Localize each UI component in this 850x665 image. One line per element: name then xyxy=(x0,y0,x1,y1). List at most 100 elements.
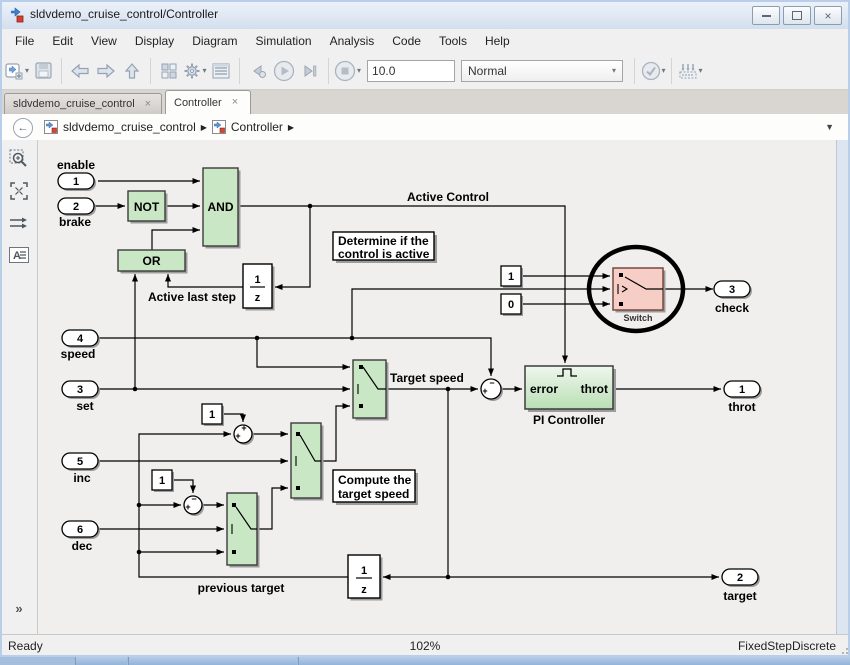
block-dec-switch[interactable] xyxy=(226,492,260,568)
fit-view-icon xyxy=(10,182,28,200)
breadcrumb-item-controller[interactable]: Controller xyxy=(230,120,283,134)
model-explorer-button[interactable] xyxy=(208,58,234,84)
menu-view[interactable]: View xyxy=(91,33,117,48)
breadcrumb-item-root[interactable]: sldvdemo_cruise_control xyxy=(63,120,196,134)
sum-inc[interactable]: + + xyxy=(233,423,254,445)
block-not[interactable]: NOT xyxy=(127,190,168,224)
port-label: dec xyxy=(72,539,93,553)
new-model-button[interactable]: ▾ xyxy=(4,58,30,84)
svg-text:3: 3 xyxy=(77,384,83,396)
library-browser-button[interactable] xyxy=(156,58,182,84)
menu-file[interactable]: File xyxy=(15,33,35,48)
tab-bar: sldvdemo_cruise_control × Controller × xyxy=(0,90,850,115)
inport-inc[interactable]: 5 inc xyxy=(61,452,100,485)
magnifier-icon xyxy=(9,149,27,167)
block-or[interactable]: OR xyxy=(117,249,188,274)
switch-highlight-circle[interactable] xyxy=(586,244,686,334)
block-target-switch[interactable] xyxy=(352,359,389,421)
svg-text:6: 6 xyxy=(77,524,83,536)
inport-brake[interactable]: 2 brake xyxy=(57,197,96,229)
resize-grip[interactable] xyxy=(840,648,848,656)
chevron-down-icon: ▾ xyxy=(612,66,617,75)
restore-button[interactable] xyxy=(783,6,811,25)
inport-set[interactable]: 3 set xyxy=(61,380,100,413)
save-button[interactable] xyxy=(30,58,56,84)
svg-text:AND: AND xyxy=(208,200,234,214)
block-unit-delay-active[interactable]: 1 z xyxy=(242,263,275,311)
taskbar-strip xyxy=(0,657,850,665)
outport-check[interactable]: 3 check xyxy=(713,280,752,315)
play-icon xyxy=(273,60,295,81)
block-compute-switch[interactable] xyxy=(290,422,324,501)
tab-sldvdemo-cruise-control[interactable]: sldvdemo_cruise_control × xyxy=(4,93,162,114)
annotation-compute[interactable]: Compute the target speed xyxy=(332,469,418,505)
constant-one-3[interactable]: 1 xyxy=(151,469,174,492)
forward-button[interactable] xyxy=(93,58,119,84)
breadcrumb-dropdown-icon[interactable]: ▼ xyxy=(825,122,834,132)
menu-bar: File Edit View Display Diagram Simulatio… xyxy=(0,29,850,52)
menu-code[interactable]: Code xyxy=(392,33,421,48)
diagram-canvas[interactable]: 1 enable 2 brake 4 speed 3 set xyxy=(38,140,836,634)
annotation-determine[interactable]: Determine if the control is active xyxy=(332,231,437,263)
breadcrumb-separator-icon[interactable]: ▶ xyxy=(287,122,295,132)
run-button[interactable] xyxy=(271,58,297,84)
menu-analysis[interactable]: Analysis xyxy=(329,33,375,48)
tab-close-icon[interactable]: × xyxy=(231,96,239,108)
menu-edit[interactable]: Edit xyxy=(52,33,74,48)
step-forward-button[interactable] xyxy=(297,58,323,84)
simulation-stop-time-input[interactable] xyxy=(367,59,456,82)
zoom-region-button[interactable] xyxy=(0,146,38,172)
signal-wires[interactable] xyxy=(94,178,721,580)
wire xyxy=(256,338,350,370)
close-button[interactable]: × xyxy=(814,6,842,25)
back-button[interactable] xyxy=(67,58,93,84)
menu-display[interactable]: Display xyxy=(134,33,175,48)
wire xyxy=(172,479,196,493)
simulation-mode-select[interactable]: Normal ▾ xyxy=(461,59,624,82)
right-scrollbar-gutter[interactable] xyxy=(836,140,850,634)
sum-error[interactable]: + − xyxy=(480,378,503,401)
block-unit-delay-target[interactable]: 1 z xyxy=(347,554,383,601)
breadcrumb-separator-icon[interactable]: ▶ xyxy=(200,122,207,132)
menu-simulation[interactable]: Simulation xyxy=(255,33,312,48)
svg-text:OR: OR xyxy=(143,254,161,268)
svg-text:2: 2 xyxy=(73,201,79,213)
tab-label: sldvdemo_cruise_control xyxy=(13,98,135,110)
constant-zero[interactable]: 0 xyxy=(500,293,523,316)
block-switch[interactable]: Switch xyxy=(612,267,666,323)
svg-text:5: 5 xyxy=(77,456,83,468)
inport-dec[interactable]: 6 dec xyxy=(61,520,100,553)
tab-close-icon[interactable]: × xyxy=(144,97,152,110)
annotation-button[interactable]: A xyxy=(0,242,38,268)
step-back-button[interactable] xyxy=(245,58,271,84)
signal-lines-button[interactable] xyxy=(0,210,38,236)
menu-diagram[interactable]: Diagram xyxy=(192,33,238,48)
title-bar[interactable]: sldvdemo_cruise_control/Controller × xyxy=(0,0,850,30)
inport-enable[interactable]: 1 enable xyxy=(57,158,96,191)
stop-button[interactable]: ▾ xyxy=(334,58,361,84)
port-label: brake xyxy=(59,215,91,229)
minimize-button[interactable] xyxy=(752,6,780,25)
outport-throt[interactable]: 1 throt xyxy=(723,380,762,414)
build-button[interactable]: ▾ xyxy=(677,58,703,84)
arrow-left-icon xyxy=(71,63,89,78)
block-and[interactable]: AND xyxy=(202,167,241,249)
tab-controller[interactable]: Controller × xyxy=(165,90,251,114)
constant-one[interactable]: 1 xyxy=(500,265,523,288)
inport-speed[interactable]: 4 speed xyxy=(61,329,100,361)
constant-one-2[interactable]: 1 xyxy=(201,403,224,426)
hide-browser-button[interactable]: ← xyxy=(13,118,33,138)
block-pi-controller[interactable]: error throt PI Controller xyxy=(524,365,616,427)
svg-text:1: 1 xyxy=(361,565,367,577)
outport-target[interactable]: 2 target xyxy=(721,568,760,603)
list-icon xyxy=(212,63,230,78)
sum-dec[interactable]: + − xyxy=(183,494,204,516)
up-to-parent-button[interactable] xyxy=(119,58,145,84)
model-settings-button[interactable]: ▾ xyxy=(182,58,208,84)
fit-to-view-button[interactable] xyxy=(0,178,38,204)
palette-expand-button[interactable]: » xyxy=(0,601,38,616)
model-advisor-button[interactable]: ▾ xyxy=(640,58,666,84)
menu-help[interactable]: Help xyxy=(484,33,510,48)
menu-tools[interactable]: Tools xyxy=(438,33,467,48)
